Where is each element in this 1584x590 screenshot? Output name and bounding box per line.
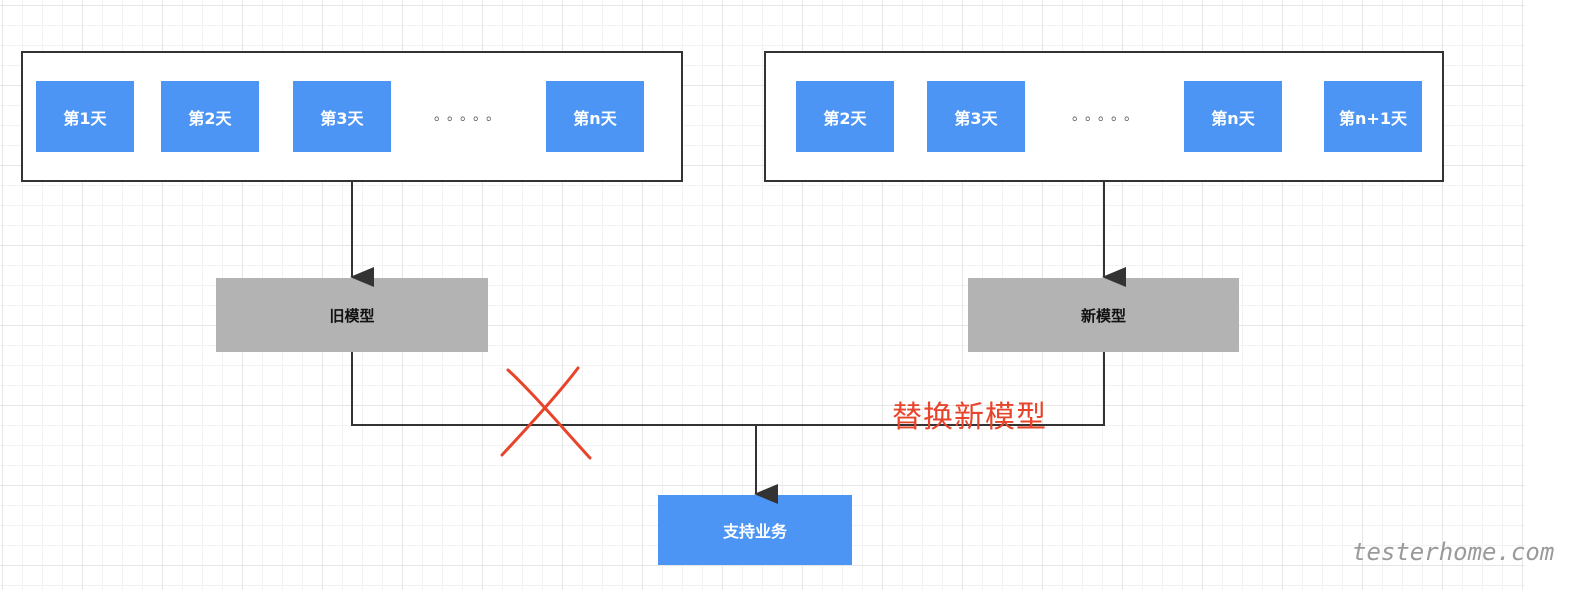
cross-mark-icon [506,368,592,460]
replace-annotation: 替换新模型 [892,400,1047,435]
line-old-model-to-junction [351,352,756,426]
business-box[interactable]: 支持业务 [658,495,852,565]
line-new-model-to-junction [756,352,1105,426]
new-window-day-3[interactable]: 第3天 [927,81,1025,152]
new-window-day-n[interactable]: 第n天 [1184,81,1282,152]
new-window-day-2[interactable]: 第2天 [796,81,894,152]
old-window-day-1[interactable]: 第1天 [36,81,134,152]
new-model-box[interactable]: 新模型 [968,278,1239,352]
cross-mark-icon-stroke-2 [500,366,580,457]
new-window-day-n-plus-1[interactable]: 第n+1天 [1324,81,1422,152]
old-window-day-3[interactable]: 第3天 [293,81,391,152]
old-window-day-2[interactable]: 第2天 [161,81,259,152]
new-window-ellipsis: 。。。。。 [1072,108,1144,124]
old-window-ellipsis: 。。。。。 [434,108,506,124]
old-model-box[interactable]: 旧模型 [216,278,488,352]
old-window-day-n[interactable]: 第n天 [546,81,644,152]
watermark: testerhome.com [1352,538,1555,566]
